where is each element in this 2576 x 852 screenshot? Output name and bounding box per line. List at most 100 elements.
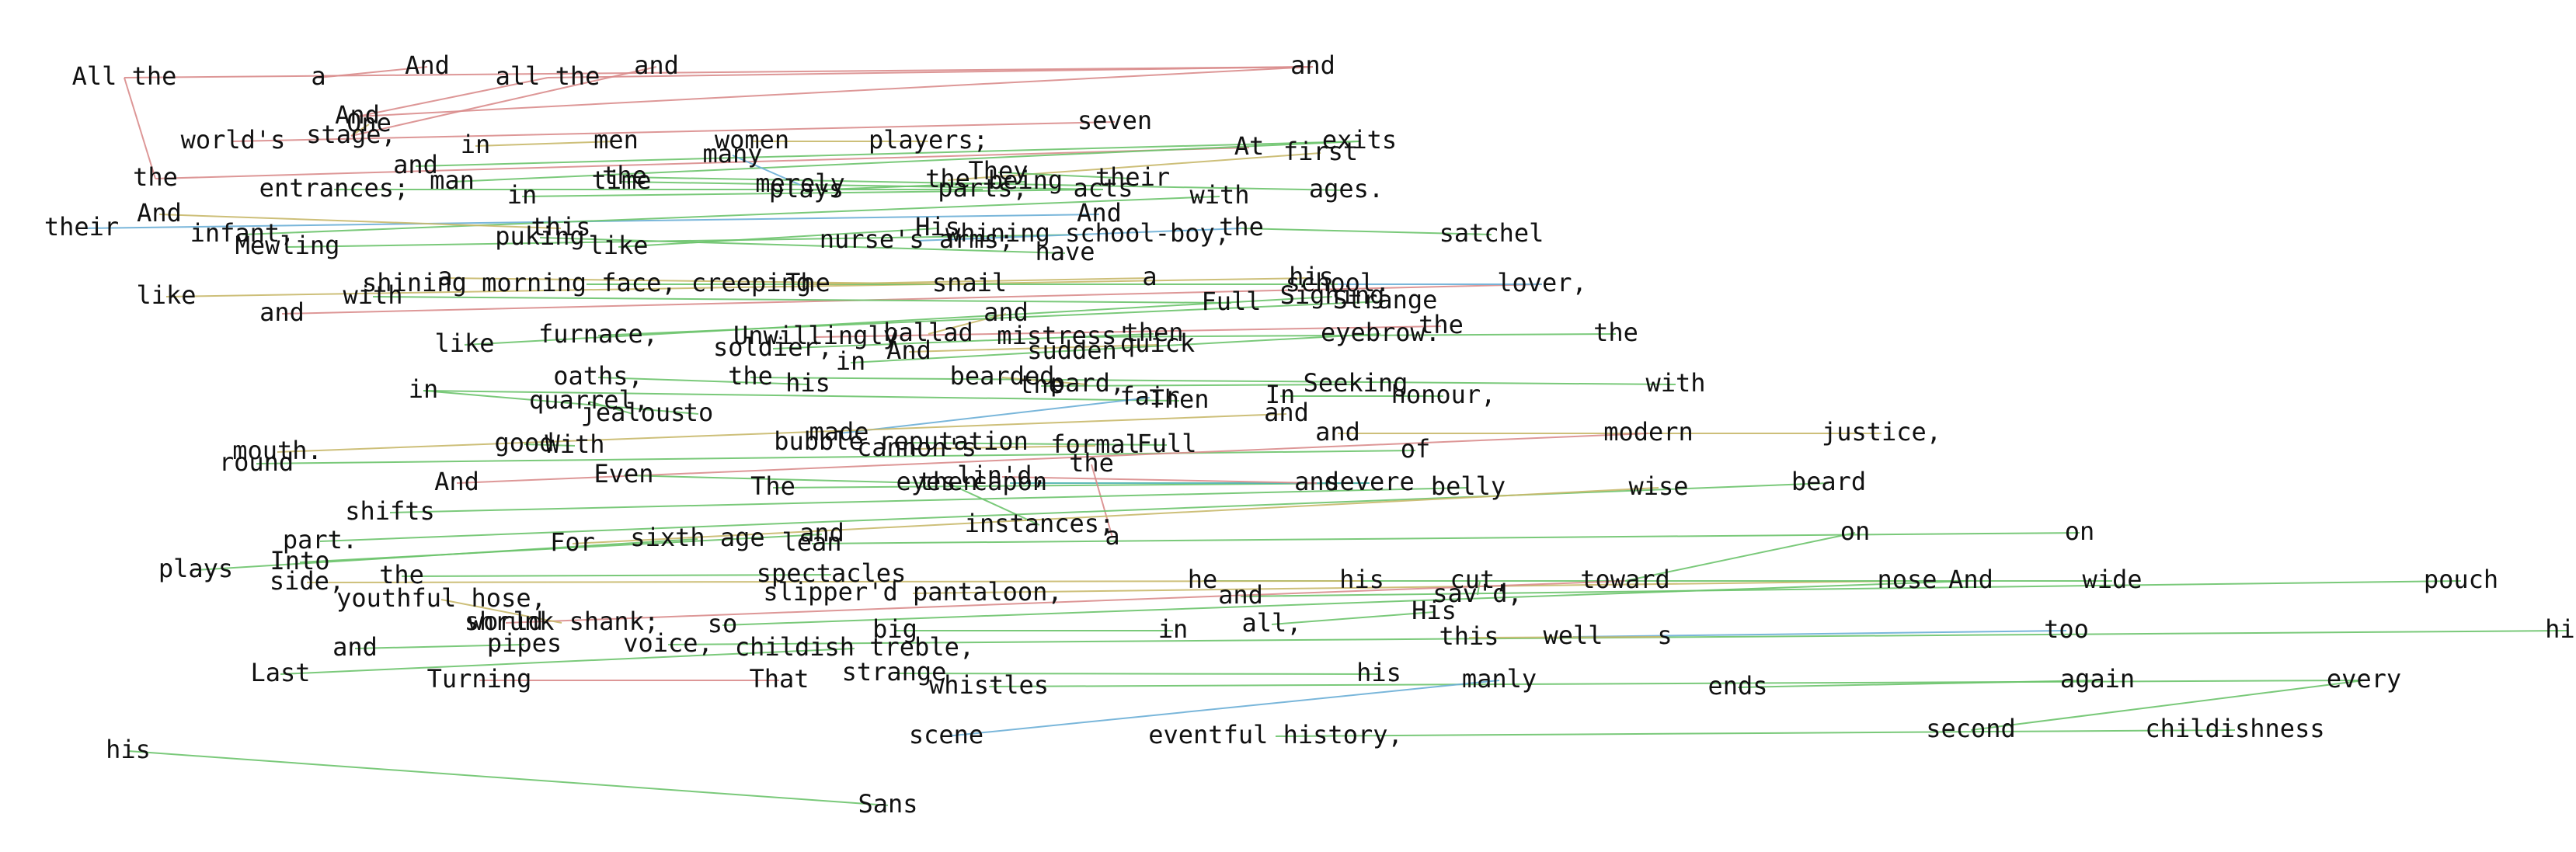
edge-line — [1241, 228, 1492, 235]
word-node: slipper'd pantaloon, — [763, 577, 1062, 607]
word-node: this — [1439, 621, 1499, 651]
word-node: oaths, — [553, 361, 643, 391]
word-node: to — [684, 398, 714, 427]
word-node: big — [872, 614, 917, 644]
word-node: world's — [181, 125, 286, 155]
word-node: toward — [1580, 565, 1670, 594]
edge-line — [722, 580, 1972, 626]
edge-line — [815, 325, 1442, 338]
edge-line — [165, 277, 1312, 297]
edge-line — [1240, 580, 2462, 597]
word-node: and — [1264, 398, 1309, 427]
word-node: exits — [1322, 125, 1397, 155]
edge-line — [1572, 630, 2067, 638]
word-node: For — [550, 527, 595, 557]
word-node: Turning — [427, 664, 532, 694]
word-node: voice, — [623, 628, 713, 658]
word-node: With — [545, 429, 604, 459]
word-node: this — [531, 212, 590, 242]
word-node: the — [728, 361, 773, 391]
word-node: a — [1142, 262, 1157, 291]
word-node: and — [634, 50, 679, 80]
word-node: side, — [270, 566, 344, 596]
word-node: pipes — [487, 628, 562, 658]
edge-line — [277, 413, 1287, 453]
edge-line — [1275, 729, 2236, 737]
word-node: acts — [1073, 173, 1133, 203]
word-node: and — [1315, 417, 1360, 447]
word-node: One — [346, 108, 392, 137]
edge-line — [505, 580, 1626, 624]
word-node: and — [332, 632, 378, 662]
edge-line — [1477, 580, 1481, 596]
word-node: ballad — [883, 318, 973, 347]
word-node: youthful hose, — [336, 583, 546, 613]
word-node: eyebrow. — [1321, 318, 1440, 347]
word-node: his — [785, 368, 830, 398]
edge-line — [158, 214, 562, 229]
word-node: his — [1339, 565, 1384, 594]
word-node: justice, — [1822, 417, 1941, 447]
word-node: entrances; — [259, 173, 409, 203]
edge-line — [1624, 532, 1856, 582]
word-node: many — [702, 139, 762, 169]
word-node: spectacles — [757, 558, 907, 588]
word-node: furnace, — [538, 319, 658, 349]
edge-line — [588, 401, 634, 415]
edge-line — [597, 377, 809, 385]
word-node: And — [1077, 198, 1122, 228]
word-node: the — [1219, 212, 1264, 242]
edge-line — [1271, 611, 1435, 625]
word-node: and — [259, 297, 305, 327]
word-node: The — [750, 471, 795, 501]
word-node: Even — [594, 459, 653, 489]
word-node: nose — [1877, 565, 1937, 594]
edge-line — [306, 580, 1363, 583]
edge-line — [624, 176, 1347, 191]
word-node: sav'd, — [1432, 579, 1523, 608]
edge-line — [299, 534, 823, 563]
word-node: plays — [158, 554, 233, 583]
word-node: Sighing — [1280, 280, 1385, 310]
word-node: honour, — [1391, 380, 1496, 409]
word-node: good — [494, 428, 554, 457]
word-node: In — [1265, 380, 1296, 409]
word-node: then — [1123, 318, 1183, 347]
edge-line — [401, 574, 832, 577]
word-node: beard — [1791, 467, 1866, 496]
word-node: parts, — [938, 173, 1028, 203]
edge-line — [444, 277, 970, 285]
word-node: man — [430, 165, 475, 195]
word-node: And — [137, 198, 182, 228]
edge-line — [318, 66, 428, 78]
edge-line — [350, 123, 370, 137]
edge-line — [618, 228, 938, 248]
edge-line — [539, 237, 1066, 254]
edge-line — [440, 599, 562, 624]
word-node: satchel — [1439, 218, 1544, 248]
word-node: Last — [250, 658, 310, 687]
word-node: then — [917, 467, 977, 496]
word-node: pouch — [2424, 565, 2498, 594]
edge-line — [354, 644, 525, 649]
word-node: sudden — [1027, 336, 1117, 365]
edge-line — [357, 77, 548, 117]
edge-line — [127, 750, 889, 806]
word-node: lover, — [1497, 268, 1587, 297]
edge-line — [572, 487, 1659, 544]
word-node: so — [708, 609, 738, 638]
word-node: That — [749, 664, 809, 694]
edge-line — [256, 450, 1416, 464]
word-node: their — [1095, 162, 1170, 192]
edge-line — [947, 152, 1321, 181]
word-node: quick — [1120, 329, 1195, 358]
word-node: first — [1283, 137, 1358, 166]
word-node: whistles — [929, 670, 1049, 700]
edge-line — [372, 296, 1232, 304]
edge-line — [772, 333, 1154, 349]
edge-line — [319, 482, 1829, 542]
word-node: quarrel, — [529, 385, 649, 415]
word-node: well — [1543, 621, 1603, 650]
